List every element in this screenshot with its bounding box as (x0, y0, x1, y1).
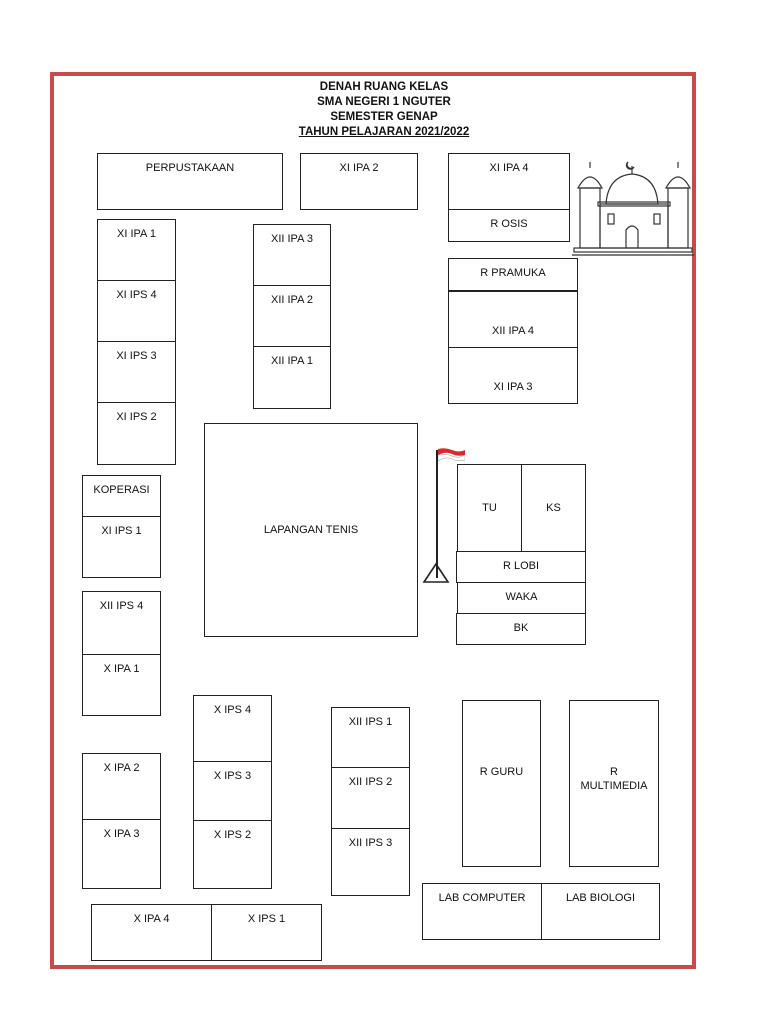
room-r-multimedia-line-2: MULTIMEDIA (580, 780, 648, 792)
lapangan-tenis-label: LAPANGAN TENIS (263, 524, 359, 536)
room-x-ips-2: X IPS 2 (193, 820, 272, 889)
room-xii-ips-4: XII IPS 4 (82, 591, 161, 655)
room-xi-ips-2: XI IPS 2 (97, 402, 176, 465)
room-r-guru: R GURU (462, 700, 541, 867)
room-r-multimedia-line-1: R (610, 766, 618, 778)
room-x-ips-1: X IPS 1 (211, 904, 322, 961)
room-r-multimedia: R MULTIMEDIA (569, 700, 659, 867)
room-xii-ipa-1: XII IPA 1 (253, 346, 331, 409)
room-tu: TU (457, 464, 522, 552)
room-r-lobi: R LOBI (456, 551, 586, 583)
flag-base-icon (422, 562, 450, 583)
room-xi-ips-3: XI IPS 3 (97, 341, 176, 403)
title-line-1: DENAH RUANG KELAS (319, 81, 449, 93)
room-r-pramuka: R PRAMUKA (448, 258, 578, 292)
room-lab-biologi: LAB BIOLOGI (541, 883, 660, 940)
room-xii-ipa-2: XII IPA 2 (253, 285, 331, 347)
room-ks: KS (521, 464, 586, 552)
room-xii-ips-2: XII IPS 2 (331, 767, 410, 829)
lapangan-tenis: LAPANGAN TENIS (204, 423, 418, 637)
room-xi-ipa-2: XI IPA 2 (300, 153, 418, 210)
room-x-ipa-2: X IPA 2 (82, 753, 161, 820)
title-line-4: TAHUN PELAJARAN 2021/2022 (298, 126, 470, 138)
room-tu-label: TU (482, 502, 497, 514)
room-perpustakaan: PERPUSTAKAAN (97, 153, 283, 210)
room-r-osis: R OSIS (448, 209, 570, 242)
title-line-2: SMA NEGERI 1 NGUTER (317, 96, 451, 108)
mosque-icon (572, 161, 694, 256)
room-xii-ips-1: XII IPS 1 (331, 707, 410, 768)
room-xi-ipa-3: XI IPA 3 (448, 347, 578, 404)
room-xi-ips-4: XI IPS 4 (97, 280, 176, 342)
room-x-ips-4: X IPS 4 (193, 695, 272, 762)
room-lab-computer: LAB COMPUTER (422, 883, 542, 940)
room-x-ipa-4: X IPA 4 (91, 904, 212, 961)
room-xii-ips-3: XII IPS 3 (331, 828, 410, 896)
room-ks-label: KS (546, 502, 561, 514)
room-waka: WAKA (457, 582, 586, 614)
room-xii-ipa-4: XII IPA 4 (448, 291, 578, 348)
room-xii-ipa-3: XII IPA 3 (253, 224, 331, 286)
room-xi-ipa-1: XI IPA 1 (97, 219, 176, 281)
flag-icon (438, 448, 465, 462)
title-line-3: SEMESTER GENAP (330, 111, 438, 123)
room-bk: BK (456, 613, 586, 645)
room-koperasi: KOPERASI (82, 475, 161, 517)
room-x-ipa-3: X IPA 3 (82, 819, 161, 889)
room-x-ipa-1: X IPA 1 (82, 654, 161, 716)
room-x-ips-3: X IPS 3 (193, 761, 272, 821)
map-title: DENAH RUANG KELAS SMA NEGERI 1 NGUTER SE… (0, 80, 768, 140)
map-frame (50, 72, 696, 969)
room-xi-ips-1: XI IPS 1 (82, 516, 161, 578)
flag-pole (436, 450, 438, 578)
room-xi-ipa-4: XI IPA 4 (448, 153, 570, 210)
